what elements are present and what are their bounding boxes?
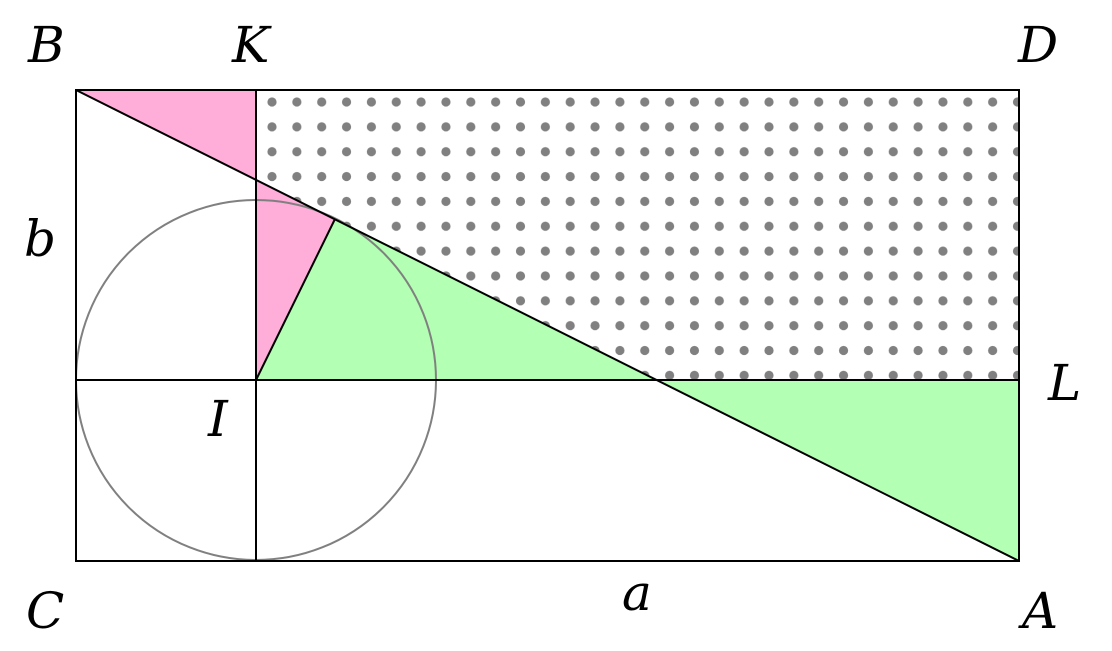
green-triangle-left (256, 219, 657, 380)
label-a: a (622, 564, 652, 622)
label-A: A (1018, 582, 1058, 640)
label-C: C (26, 582, 64, 640)
rectangle-outline (75, 89, 1020, 562)
label-L: L (1047, 354, 1081, 412)
label-K: K (231, 16, 272, 74)
radius-to-tangent (255, 218, 336, 381)
pink-triangle-mid (256, 180, 335, 380)
label-b: b (24, 210, 56, 268)
dotted-region (256, 90, 1019, 380)
diagonal-BA (75, 89, 1020, 562)
label-B: B (27, 16, 65, 74)
label-I: I (207, 390, 229, 448)
label-D: D (1017, 16, 1058, 74)
